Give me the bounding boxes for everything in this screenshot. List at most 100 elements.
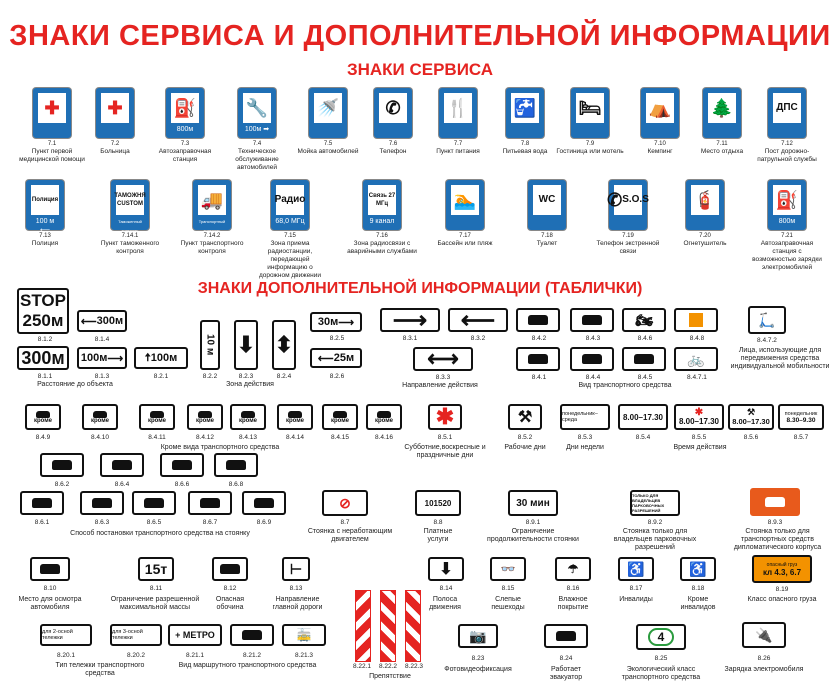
parking-car-icon <box>144 498 164 508</box>
bus-icon <box>242 630 262 640</box>
sign-label: Пост дорожно-патрульной службы <box>757 148 817 163</box>
sign-label: Автозаправочная станция <box>158 148 212 163</box>
caption-8-4-7-2: Лица, использующие для передвижения сред… <box>730 347 830 370</box>
tree-icon: 🌲 <box>710 98 734 118</box>
rain-cloud-icon: ☂ <box>567 562 579 576</box>
sign-plate: ДПС <box>768 88 806 138</box>
plate-number: 8.4.15 <box>330 434 350 441</box>
plate-number: 8.5.4 <box>635 434 651 441</box>
tow-truck-icon <box>556 631 576 641</box>
plate-8-12 <box>212 557 248 581</box>
arrow-right-icon: ⟶ <box>107 352 124 365</box>
plate-8-21-1: + МЕТРО <box>168 624 222 646</box>
plate-8-16: ☂ <box>555 557 591 581</box>
plate-8-17: ♿ <box>618 557 654 581</box>
caption-8-9-1: Ограничение продолжительности стоянки <box>487 528 579 543</box>
plate-8-5-4: 8.00–17.30 <box>618 404 668 430</box>
plate-number: 8.22.2 <box>378 663 398 670</box>
plate-number: 8.4.5 <box>637 374 653 381</box>
caption-8-10: Место для осмотра автомобиля <box>18 596 82 611</box>
plate-number: 8.6.9 <box>256 519 272 526</box>
plate-8-4-3 <box>570 308 614 332</box>
plate-number: 8.10 <box>43 585 57 592</box>
plate-8-8: 101520 <box>415 490 461 516</box>
plate-number: 8.9.3 <box>767 519 783 526</box>
sign-number: 7.1 <box>47 141 57 147</box>
sign-number: 7.10 <box>654 141 666 147</box>
plate-8-5-2: ⚒ <box>508 404 542 430</box>
plate-number: 8.2.1 <box>153 373 169 380</box>
plate-8-2-3: ⬇ <box>234 320 258 370</box>
plate-number: 8.6.3 <box>94 519 110 526</box>
dangerous-goods-icon <box>689 313 703 327</box>
plate-8-6-6 <box>160 453 204 477</box>
sign-plate: ⛽800м <box>768 180 806 230</box>
blind-pedestrian-icon: 👓 <box>500 562 516 576</box>
trailer-icon <box>528 315 548 325</box>
plate-number: 8.21.1 <box>185 652 205 659</box>
plate-number: 8.22.3 <box>404 663 424 670</box>
sign-label: Пункт питания <box>436 148 480 155</box>
plate-8-21-3: 🚋 <box>282 624 326 646</box>
no-wheelchair-icon: ♿ <box>689 560 707 577</box>
plate-8-4-1 <box>516 347 560 371</box>
plate-8-5-5: ✱8.00–17.30 <box>674 404 724 430</box>
caption-8-7: Стоянка с неработающим двигателем <box>307 528 393 543</box>
arrow-up-icon: 🠅 <box>144 351 151 364</box>
plate-8-4-15: кроме <box>322 404 358 430</box>
sign-number: 7.9 <box>585 141 595 147</box>
plate-number: 8.6.4 <box>114 481 130 488</box>
first-aid-icon: ✚ <box>44 98 60 118</box>
sign-number: 7.6 <box>388 141 398 147</box>
caption-8-5-2: Рабочие дни <box>504 444 546 451</box>
plate-8-6-9 <box>242 491 286 515</box>
arrow-right-icon: ⟶ <box>392 306 428 334</box>
plate-number: 8.1.3 <box>94 373 110 380</box>
plate-8-1-3: 100м⟶ <box>77 347 127 369</box>
sign-plate: ✚ <box>33 88 71 138</box>
plate-number: 8.3.2 <box>470 335 486 342</box>
plate-8-4-13: кроме <box>230 404 266 430</box>
sign-number: 7.4 <box>252 141 262 147</box>
plate-number: 8.6.1 <box>34 519 50 526</box>
plate-number: 8.4.7.1 <box>687 374 707 381</box>
plate-8-6-1 <box>20 491 64 515</box>
plate-number: 8.4.12 <box>195 434 215 441</box>
plate-8-13: ⊢ <box>282 557 310 581</box>
no-engine-icon: ⊘ <box>339 494 351 511</box>
caption-8-8: Платные услуги <box>423 528 453 543</box>
plate-8-3-3: ⟷ <box>413 346 473 371</box>
plate-8-5-1: ✱ <box>428 404 462 430</box>
parking-car-icon <box>52 460 72 470</box>
plate-number: 8.21.2 <box>242 652 262 659</box>
sign-number: 7.16 <box>376 233 388 239</box>
swimmer-icon: 🏊 <box>453 190 477 210</box>
bus-icon <box>582 354 602 364</box>
plate-8-4-6: 🏍 <box>622 308 666 332</box>
fuel-pump-icon: ⛽ <box>173 98 197 118</box>
caption-8-2: Зона действия <box>226 381 274 388</box>
caption-8-22: Препятствие <box>369 673 411 680</box>
plate-8-14: ⬇ <box>428 557 464 581</box>
plate-8-4-14: кроме <box>277 404 313 430</box>
sign-number: 7.7 <box>453 141 463 147</box>
tap-icon: 🚰 <box>513 98 537 118</box>
plate-number: 8.4.2 <box>531 335 547 342</box>
plate-number: 8.4.14 <box>285 434 305 441</box>
sign-number: 7.3 <box>180 141 190 147</box>
sign-label: Пункт таможенного контроля <box>100 240 160 255</box>
plate-number: 8.4.9 <box>35 434 51 441</box>
plate-number: 8.4.7.2 <box>757 337 777 344</box>
plate-number: 8.2.2 <box>202 373 218 380</box>
caption-8-6: Способ постановки транспортного средства… <box>70 530 250 537</box>
plate-number: 8.4.1 <box>531 374 547 381</box>
sign-number: 7.14.1 <box>121 233 139 239</box>
sign-number: 7.2 <box>110 141 120 147</box>
